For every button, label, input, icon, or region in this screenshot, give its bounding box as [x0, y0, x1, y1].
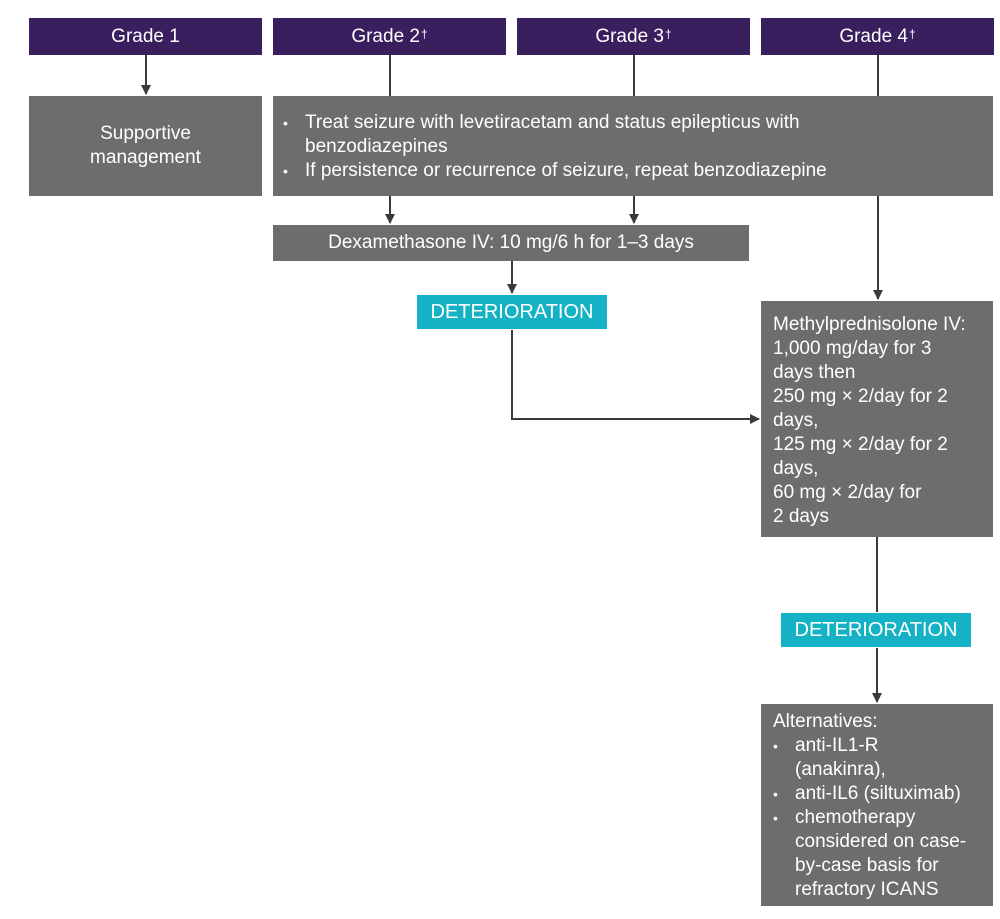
alternatives-box: Alternatives: anti-IL1-R (anakinra), ant…: [761, 704, 993, 906]
arrow-deterioration-to-methylprednisolone: [511, 330, 760, 424]
grade-3-label: Grade 3: [595, 25, 664, 47]
alt-3-line-3: by-case basis for: [795, 855, 939, 876]
alternative-item-chemotherapy: chemotherapy considered on case- by-case…: [773, 806, 985, 902]
methylprednisolone-line-4: 250 mg × 2/day for 2: [773, 386, 948, 407]
deterioration-badge-1: DETERIORATION: [417, 295, 607, 329]
alt-1-line-2: (anakinra),: [795, 759, 886, 780]
methylprednisolone-line-5: days,: [773, 410, 819, 431]
alternative-item-siltuximab: anti-IL6 (siltuximab): [773, 782, 985, 806]
methylprednisolone-line-6: 125 mg × 2/day for 2: [773, 434, 948, 455]
grade-4-header: Grade 4†: [761, 18, 994, 55]
methylprednisolone-line-1: Methylprednisolone IV:: [773, 314, 966, 335]
alt-2-line-1: anti-IL6 (siltuximab): [795, 783, 961, 804]
alt-3-line-4: refractory ICANS: [795, 879, 939, 900]
supportive-line-2: management: [90, 147, 201, 168]
seizure-bullet-1: Treat seizure with levetiracetam and sta…: [283, 111, 977, 159]
grade-3-dagger: †: [664, 26, 672, 41]
seizure-bullet-list: Treat seizure with levetiracetam and sta…: [283, 111, 977, 183]
methylprednisolone-line-8: 60 mg × 2/day for: [773, 482, 922, 503]
deterioration-badge-2: DETERIORATION: [781, 613, 971, 647]
seizure-treatment-box: Treat seizure with levetiracetam and sta…: [273, 96, 993, 196]
grade-1-label: Grade 1: [111, 25, 180, 47]
supportive-line-1: Supportive: [100, 123, 191, 144]
deterioration-1-label: DETERIORATION: [430, 300, 594, 323]
grade-3-header: Grade 3†: [517, 18, 750, 55]
alternatives-list: anti-IL1-R (anakinra), anti-IL6 (siltuxi…: [773, 734, 985, 902]
grade-2-label: Grade 2: [351, 25, 420, 47]
dexamethasone-box: Dexamethasone IV: 10 mg/6 h for 1–3 days: [273, 225, 749, 261]
methylprednisolone-line-7: days,: [773, 458, 819, 479]
grade-1-header: Grade 1: [29, 18, 262, 55]
seizure-bullet-2: If persistence or recurrence of seizure,…: [283, 159, 977, 183]
supportive-management-box: Supportive management: [29, 96, 262, 196]
alt-3-line-1: chemotherapy: [795, 807, 916, 828]
methylprednisolone-line-3: days then: [773, 362, 856, 383]
grade-2-dagger: †: [420, 26, 428, 41]
dexamethasone-text: Dexamethasone IV: 10 mg/6 h for 1–3 days: [328, 232, 694, 253]
methylprednisolone-line-9: 2 days: [773, 506, 829, 527]
methylprednisolone-line-2: 1,000 mg/day for 3: [773, 338, 932, 359]
deterioration-2-label: DETERIORATION: [794, 618, 958, 641]
alternatives-heading: Alternatives:: [773, 711, 878, 732]
alternative-item-anakinra: anti-IL1-R (anakinra),: [773, 734, 985, 782]
grade-2-header: Grade 2†: [273, 18, 506, 55]
alt-1-line-1: anti-IL1-R: [795, 735, 879, 756]
grade-4-dagger: †: [908, 26, 916, 41]
alt-3-line-2: considered on case-: [795, 831, 967, 852]
methylprednisolone-box: Methylprednisolone IV: 1,000 mg/day for …: [761, 301, 993, 537]
grade-4-label: Grade 4: [839, 25, 908, 47]
